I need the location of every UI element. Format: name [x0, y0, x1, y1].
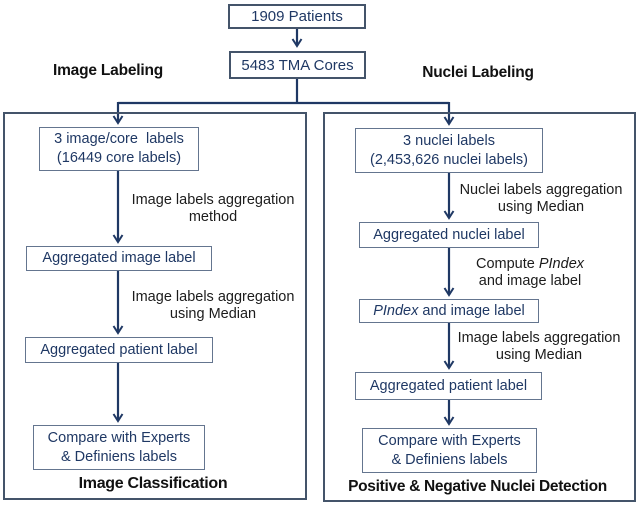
label-image-aggregation-median-right: Image labels aggregation using Median — [457, 330, 621, 363]
box-compare-experts-left-line2: & Definiens labels — [60, 448, 178, 465]
left-panel — [3, 112, 307, 500]
box-aggregated-image-label: Aggregated image label — [26, 246, 212, 271]
box-pindex-image-label: PIndex and image label — [359, 299, 539, 323]
box-nuclei-labels-line1: 3 nuclei labels — [403, 132, 495, 149]
left-column-header: Image Labeling — [52, 62, 164, 79]
box-compare-experts-right-line1: Compare with Experts — [378, 432, 521, 449]
right-column-header: Nuclei Labeling — [422, 64, 534, 81]
label-image-aggregation-median-left: Image labels aggregation using Median — [131, 289, 295, 322]
right-panel-footer: Positive & Negative Nuclei Detection — [348, 478, 607, 495]
box-tma-cores-label: 5483 TMA Cores — [241, 56, 354, 74]
box-nuclei-labels: 3 nuclei labels (2,453,626 nuclei labels… — [355, 128, 543, 173]
box-nuclei-labels-line2: (2,453,626 nuclei labels) — [370, 151, 528, 168]
box-aggregated-image-label-text: Aggregated image label — [42, 250, 196, 266]
box-compare-experts-right: Compare with Experts & Definiens labels — [362, 428, 537, 473]
box-compare-experts-left: Compare with Experts & Definiens labels — [33, 425, 205, 470]
box-image-core-labels: 3 image/core labels (16449 core labels) — [39, 127, 199, 171]
box-aggregated-nuclei-label-text: Aggregated nuclei label — [373, 226, 525, 243]
box-compare-experts-left-line1: Compare with Experts — [47, 429, 191, 446]
box-1909-patients-label: 1909 Patients — [251, 8, 343, 25]
label-nuclei-aggregation-median: Nuclei labels aggregation using Median — [459, 182, 623, 215]
box-compare-experts-right-line2: & Definiens labels — [391, 451, 508, 468]
box-aggregated-patient-label-left: Aggregated patient label — [25, 337, 213, 363]
label-image-aggregation-method: Image labels aggregation method — [131, 192, 295, 225]
box-aggregated-nuclei-label: Aggregated nuclei label — [359, 222, 539, 248]
right-panel — [323, 112, 636, 502]
left-panel-footer: Image Classification — [78, 475, 228, 492]
box-aggregated-patient-label-right-text: Aggregated patient label — [369, 377, 528, 394]
box-image-core-labels-line1: 3 image/core labels — [54, 131, 184, 147]
box-aggregated-patient-label-left-text: Aggregated patient label — [40, 341, 198, 358]
box-1909-patients: 1909 Patients — [228, 4, 366, 29]
box-aggregated-patient-label-right: Aggregated patient label — [355, 372, 542, 400]
box-tma-cores: 5483 TMA Cores — [229, 51, 366, 79]
box-image-core-labels-line2: (16449 core labels) — [56, 150, 182, 166]
box-pindex-image-label-text: PIndex and image label — [373, 302, 525, 319]
label-compute-pindex: Compute PIndex and image label — [475, 256, 585, 289]
